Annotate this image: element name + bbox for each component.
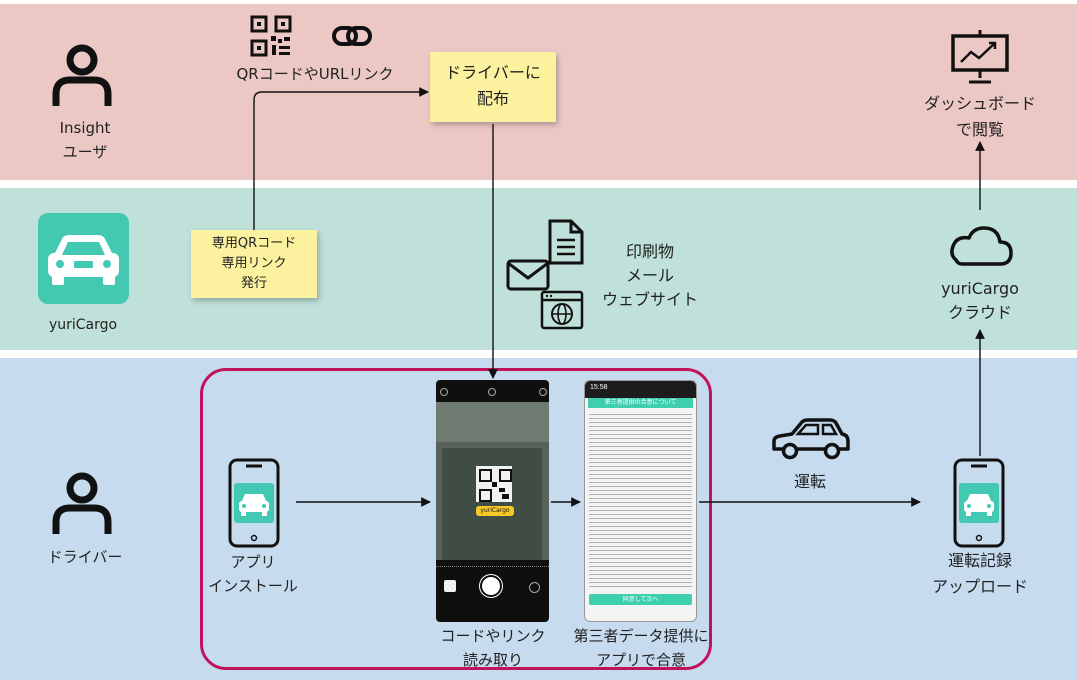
cloud-icon	[950, 226, 1013, 266]
qr-detected-badge: yuriCargo	[476, 506, 514, 516]
dashboard-icon	[951, 30, 1009, 84]
person-icon	[52, 472, 112, 534]
drive-label: 運転	[793, 472, 826, 491]
yuricargo-label: yuriCargo	[48, 317, 118, 333]
onboarding-highlight-box	[200, 368, 712, 670]
shutter-button	[482, 577, 500, 595]
install-label: アプリ インストール	[208, 553, 298, 595]
yuricargo-app-icon	[38, 213, 129, 304]
consent-screenshot: 15:58 第三者提供の合意について 同意して次へ	[584, 380, 697, 622]
dashboard-label: ダッシュボード で閲覧	[923, 94, 1036, 139]
channels-label: 印刷物 メール ウェブサイト	[601, 242, 698, 309]
insight-user-label: Insight ユーザ	[59, 119, 111, 161]
website-icon	[540, 290, 584, 330]
cloud-label: yuriCargo クラウド	[941, 279, 1019, 322]
distribute-sticky-note: ドライバーに 配布	[430, 52, 556, 122]
qr-url-label: QRコードやURLリンク	[236, 65, 394, 83]
camera-scan-screenshot: yuriCargo	[436, 380, 549, 622]
agree-button[interactable]: 同意して次へ	[589, 594, 692, 605]
document-icon	[548, 219, 584, 265]
upload-phone-icon	[953, 458, 1005, 548]
upload-label: 運転記録 アップロード	[931, 551, 1028, 596]
consent-label: 第三者データ提供に アプリで合意	[573, 627, 709, 669]
consent-title-bar: 第三者提供の合意について	[588, 398, 693, 408]
camera-viewfinder: yuriCargo	[436, 402, 549, 560]
driver-label: ドライバー	[47, 548, 123, 566]
car-icon	[772, 418, 850, 460]
status-time: 15:58	[590, 384, 608, 391]
scan-label: コードやリンク 読み取り	[440, 627, 546, 669]
consent-body-text	[589, 411, 692, 589]
qr-code-icon	[250, 15, 292, 57]
person-icon	[52, 44, 112, 106]
install-phone-icon	[228, 458, 280, 548]
link-icon	[332, 26, 372, 46]
issue-qr-sticky-note: 専用QRコード 専用リンク 発行	[191, 230, 317, 298]
mail-icon	[506, 259, 550, 291]
